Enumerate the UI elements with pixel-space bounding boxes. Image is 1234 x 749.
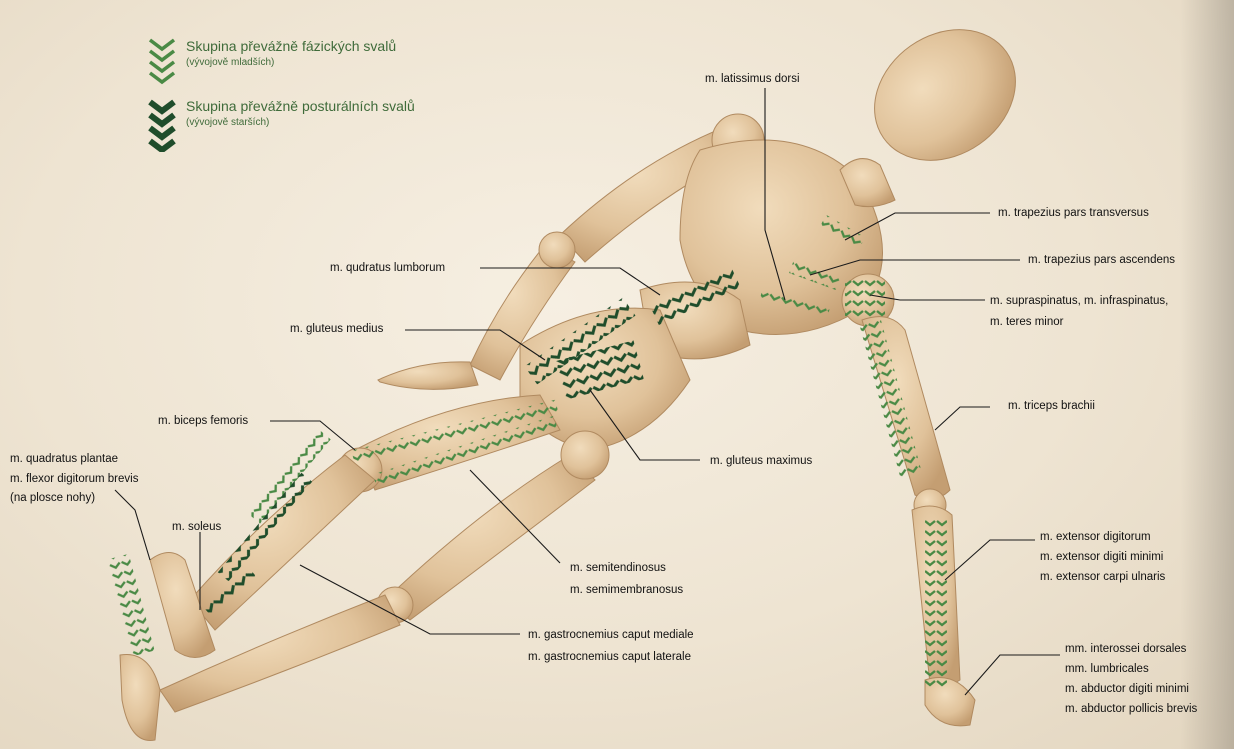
label-quadratus-plantae-line3: (na plosce nohy) bbox=[10, 491, 95, 506]
label-hand-line3: m. abductor digiti minimi bbox=[1065, 682, 1189, 697]
label-quadratus-lumborum: m. qudratus lumborum bbox=[330, 261, 445, 276]
label-supraspinatus-line1: m. supraspinatus, m. infraspinatus, bbox=[990, 294, 1168, 309]
label-latissimus-dorsi: m. latissimus dorsi bbox=[705, 72, 800, 87]
label-semitendinosus-line2: m. semimembranosus bbox=[570, 583, 683, 598]
label-gluteus-medius: m. gluteus medius bbox=[290, 322, 383, 337]
label-extensor-line2: m. extensor digiti minimi bbox=[1040, 550, 1163, 565]
label-extensor-line3: m. extensor carpi ulnaris bbox=[1040, 570, 1165, 585]
label-semitendinosus-line1: m. semitendinosus bbox=[570, 561, 666, 576]
postural-chevron-icon bbox=[146, 98, 178, 152]
label-hand-line2: mm. lumbricales bbox=[1065, 662, 1149, 677]
label-gastrocnemius-line2: m. gastrocnemius caput laterale bbox=[528, 650, 691, 665]
label-trapezius-transversus: m. trapezius pars transversus bbox=[998, 206, 1149, 221]
legs bbox=[120, 395, 609, 741]
label-hand-line1: mm. interossei dorsales bbox=[1065, 642, 1186, 657]
legend-postural-title: Skupina převážně posturálních svalů bbox=[186, 98, 415, 114]
label-gastrocnemius-line1: m. gastrocnemius caput mediale bbox=[528, 628, 694, 643]
label-hand-line4: m. abductor pollicis brevis bbox=[1065, 702, 1197, 717]
phasic-chevron-icon bbox=[146, 38, 178, 86]
label-trapezius-ascendens: m. trapezius pars ascendens bbox=[1028, 253, 1175, 268]
label-quadratus-plantae-line1: m. quadratus plantae bbox=[10, 452, 118, 467]
right-arm bbox=[842, 274, 975, 726]
head bbox=[840, 3, 1041, 207]
label-extensor-line1: m. extensor digitorum bbox=[1040, 530, 1151, 545]
legend-phasic-subtitle: (vývojově mladších) bbox=[186, 57, 274, 68]
label-supraspinatus-line2: m. teres minor bbox=[990, 315, 1064, 330]
legend-phasic-title: Skupina převážně fázických svalů bbox=[186, 38, 396, 54]
legend-postural-subtitle: (vývojově starších) bbox=[186, 117, 269, 128]
label-quadratus-plantae-line2: m. flexor digitorum brevis bbox=[10, 472, 138, 487]
label-gluteus-maximus: m. gluteus maximus bbox=[710, 454, 812, 469]
label-biceps-femoris: m. biceps femoris bbox=[158, 414, 248, 429]
label-triceps-brachii: m. triceps brachii bbox=[1008, 399, 1095, 414]
label-soleus: m. soleus bbox=[172, 520, 221, 535]
